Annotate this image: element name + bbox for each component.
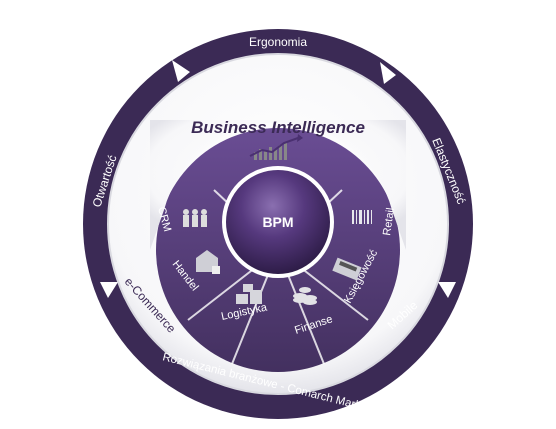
warehouse-icon bbox=[196, 250, 220, 274]
segment-retail: Retail bbox=[352, 207, 397, 237]
core-circle bbox=[222, 166, 334, 278]
coins-icon bbox=[293, 287, 317, 305]
barcode-icon bbox=[352, 210, 372, 224]
segment-label-retail: Retail bbox=[381, 207, 397, 237]
ring-separators bbox=[100, 60, 456, 298]
bi-title: Business Intelligence bbox=[191, 118, 365, 137]
rising-chart-icon bbox=[249, 134, 303, 160]
outer-label-top: Ergonomia bbox=[249, 35, 307, 49]
people-icon bbox=[183, 209, 207, 227]
calculator-icon bbox=[332, 257, 362, 281]
boxes-icon bbox=[236, 284, 262, 304]
core-label: BPM bbox=[262, 214, 293, 230]
inner-ring-shadow bbox=[107, 53, 449, 395]
